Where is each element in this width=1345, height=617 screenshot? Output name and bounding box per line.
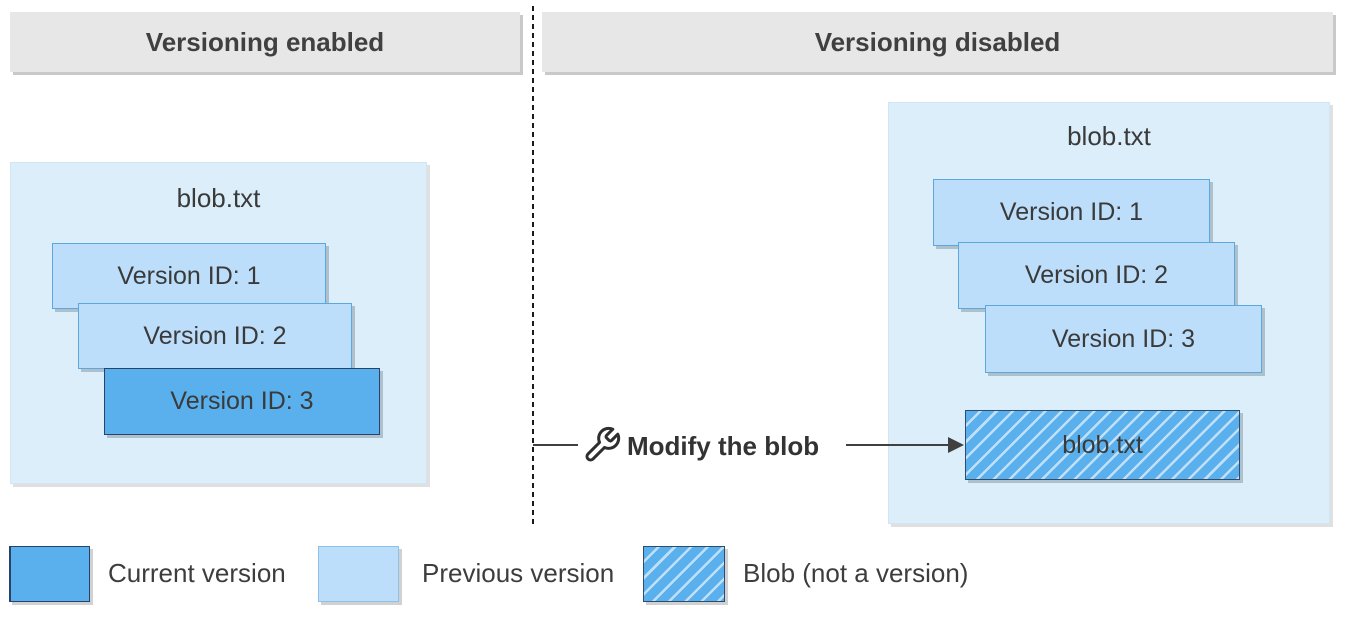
panel-divider-dashed-line <box>532 6 534 525</box>
header-versioning-disabled-label: Versioning disabled <box>814 26 1061 57</box>
version-box-enabled-2-label: Version ID: 2 <box>143 321 287 350</box>
blob-not-a-version-box: blob.txt <box>965 410 1240 480</box>
modify-the-blob-label: Modify the blob <box>627 430 820 461</box>
version-box-disabled-2-label: Version ID: 2 <box>1024 261 1169 289</box>
version-box-disabled-2: Version ID: 2 <box>958 242 1235 309</box>
legend-swatch-blob-not-a-version <box>643 546 725 602</box>
version-box-enabled-1-label: Version ID: 1 <box>117 261 261 290</box>
header-versioning-enabled-label: Versioning enabled <box>145 26 385 57</box>
wrench-icon <box>585 426 621 462</box>
legend-label-previous-version: Previous version <box>422 557 615 588</box>
version-box-disabled-1: Version ID: 1 <box>933 179 1210 246</box>
legend-swatch-previous-version <box>318 546 399 602</box>
legend-label-current-version: Current version <box>108 557 286 588</box>
connector-line-arrow-shaft <box>846 444 949 446</box>
blob-container-enabled-title: blob.txt <box>176 183 261 213</box>
blob-not-a-version-label: blob.txt <box>1062 430 1143 459</box>
version-box-disabled-3: Version ID: 3 <box>985 305 1262 373</box>
version-box-enabled-2: Version ID: 2 <box>78 303 352 369</box>
version-box-enabled-3-current: Version ID: 3 <box>104 368 380 435</box>
blob-container-disabled-title: blob.txt <box>1067 121 1151 151</box>
header-versioning-enabled: Versioning enabled <box>10 12 520 72</box>
connector-line-left <box>533 444 578 446</box>
version-box-enabled-3-label: Version ID: 3 <box>170 387 314 415</box>
version-box-disabled-1-label: Version ID: 1 <box>999 198 1144 226</box>
header-versioning-disabled: Versioning disabled <box>542 12 1333 72</box>
version-box-enabled-1: Version ID: 1 <box>52 243 326 309</box>
arrowhead-icon <box>948 437 964 453</box>
legend-swatch-current-version <box>9 546 90 602</box>
legend-label-blob-not-a-version: Blob (not a version) <box>743 557 969 588</box>
version-box-disabled-3-label: Version ID: 3 <box>1051 324 1196 353</box>
